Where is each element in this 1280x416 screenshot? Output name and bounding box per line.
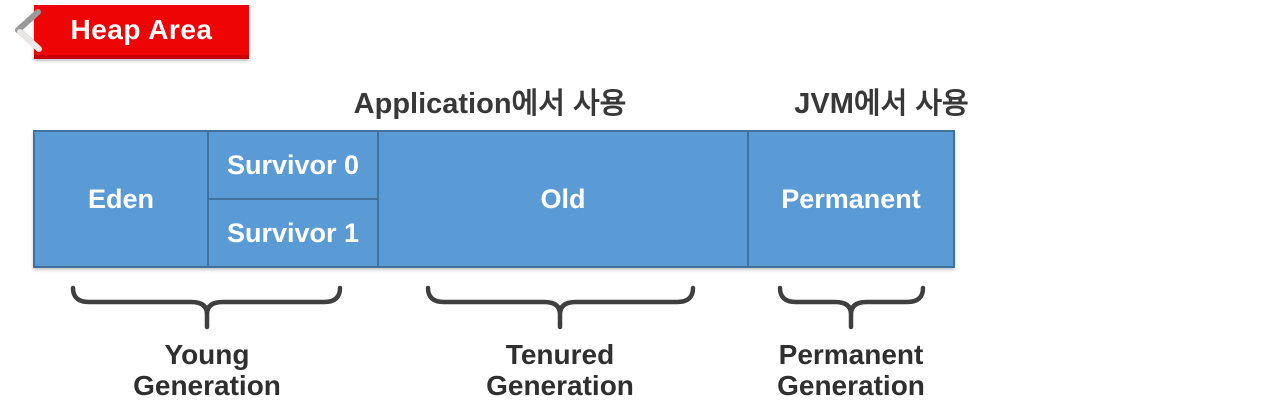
young-generation-line2: Generation <box>133 370 281 401</box>
eden-label: Eden <box>87 183 154 214</box>
old-label: Old <box>540 183 586 214</box>
jvm-usage-label: JVM에서 사용 <box>794 88 969 120</box>
heap-region-eden: Eden <box>35 132 209 266</box>
application-usage-label: Application에서 사용 <box>353 88 627 120</box>
tenured-generation-brace <box>425 285 696 330</box>
heap-region-permanent: Permanent <box>749 132 953 266</box>
survivor0-label: Survivor 0 <box>226 149 360 180</box>
young-generation-line1: Young <box>164 339 250 370</box>
heap-region-survivor1: Survivor 1 <box>209 200 377 266</box>
permanent-generation-line2: Generation <box>777 370 925 401</box>
survivor-column: Survivor 0 Survivor 1 <box>209 132 379 266</box>
permanent-label: Permanent <box>781 183 921 214</box>
tenured-generation-line1: Tenured <box>505 339 615 370</box>
chevron-left-icon[interactable] <box>8 4 48 56</box>
survivor1-label: Survivor 1 <box>226 217 360 248</box>
permanent-generation-brace <box>777 285 926 330</box>
permanent-generation-label: Permanent Generation <box>741 339 961 401</box>
young-generation-label: Young Generation <box>97 339 317 401</box>
permanent-generation-line1: Permanent <box>778 339 924 370</box>
heap-region-survivor0: Survivor 0 <box>209 132 377 200</box>
tenured-generation-label: Tenured Generation <box>450 339 670 401</box>
heap-region-old: Old <box>379 132 749 266</box>
young-generation-brace <box>70 285 343 330</box>
heap-memory-bar: Eden Survivor 0 Survivor 1 Old Permanent <box>33 130 955 268</box>
heap-area-title-badge: Heap Area <box>34 5 249 59</box>
tenured-generation-line2: Generation <box>486 370 634 401</box>
heap-area-title-label: Heap Area <box>70 14 213 45</box>
